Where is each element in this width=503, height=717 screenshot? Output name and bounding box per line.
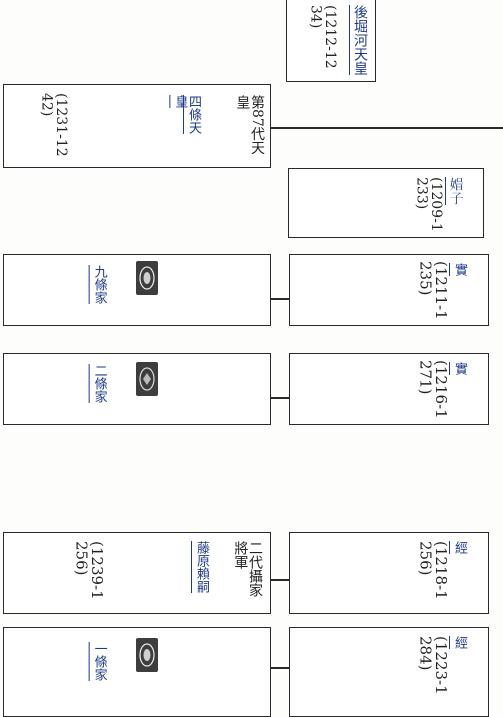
kujo-crest-icon <box>136 261 158 295</box>
entry-name-sokushi[interactable]: 𡟤子 <box>448 177 464 205</box>
entry-box-tsune2: 經 (1223-1284) <box>289 627 489 717</box>
entry-dates-tsune2: (1223-1284) <box>416 636 450 695</box>
entry-name-tsune1[interactable]: 經 <box>452 541 467 554</box>
entry-dates-sokushi: (1209-1233) <box>413 177 444 232</box>
entry-name-yoritsugu[interactable]: 藤原賴嗣 <box>194 541 209 593</box>
connector-yoritsugu <box>271 579 289 581</box>
ichijo-crest-icon <box>136 638 158 672</box>
entry-name-gohorikawa[interactable]: 後堀河天皇 <box>352 5 368 75</box>
entry-box-gohorikawa: 後堀河天皇 (1212-1234) <box>286 0 376 82</box>
entry-ordinal-shijo: 第87代天皇 <box>234 95 265 155</box>
entry-box-yoritsugu: 二代攝家將軍 藤原賴嗣 (1239-1256) <box>3 532 271 614</box>
entry-dates-shijo: (1231-1242) <box>38 93 69 157</box>
entry-name-tsune2[interactable]: 經 <box>452 636 467 649</box>
entry-dates-kujo-right: (1211-1235) <box>416 261 450 320</box>
connector-shijo <box>271 127 503 129</box>
connector-nijo <box>271 397 289 399</box>
entry-name-kujo-right[interactable]: 實 <box>452 263 467 276</box>
connector-kujo <box>271 298 289 300</box>
entry-box-kujo-right: 實 (1211-1235) <box>289 254 489 326</box>
entry-box-ichijo: 一條家 <box>3 627 271 717</box>
entry-name-nijo-right[interactable]: 實 <box>452 362 467 375</box>
connector-ichijo <box>271 667 289 669</box>
entry-box-nijo: 二條家 <box>3 353 271 425</box>
entry-box-kujo: 九條家 <box>3 254 271 326</box>
entry-dates-gohorikawa: (1212-1234) <box>307 5 338 69</box>
entry-dates-nijo-right: (1216-1271) <box>416 360 450 419</box>
entry-box-sokushi: 𡟤子 (1209-1233) <box>288 168 484 238</box>
entry-dates-tsune1: (1218-1256) <box>416 541 450 600</box>
entry-box-nijo-right: 實 (1216-1271) <box>289 353 489 425</box>
entry-box-shijo: 第87代天皇 四條天皇 (1231-1242) <box>3 84 271 168</box>
entry-name-kujo-left[interactable]: 九條家 <box>91 265 107 304</box>
entry-name-ichijo-left[interactable]: 一條家 <box>91 642 107 681</box>
entry-box-tsune1: 經 (1218-1256) <box>289 532 489 614</box>
entry-dates-yoritsugu: (1239-1256) <box>72 541 106 600</box>
entry-name-shijo[interactable]: 四條天皇 <box>172 95 201 134</box>
entry-title-yoritsugu: 二代攝家將軍 <box>232 541 263 597</box>
nijo-crest-icon <box>136 362 158 396</box>
entry-name-nijo-left[interactable]: 二條家 <box>91 364 107 403</box>
